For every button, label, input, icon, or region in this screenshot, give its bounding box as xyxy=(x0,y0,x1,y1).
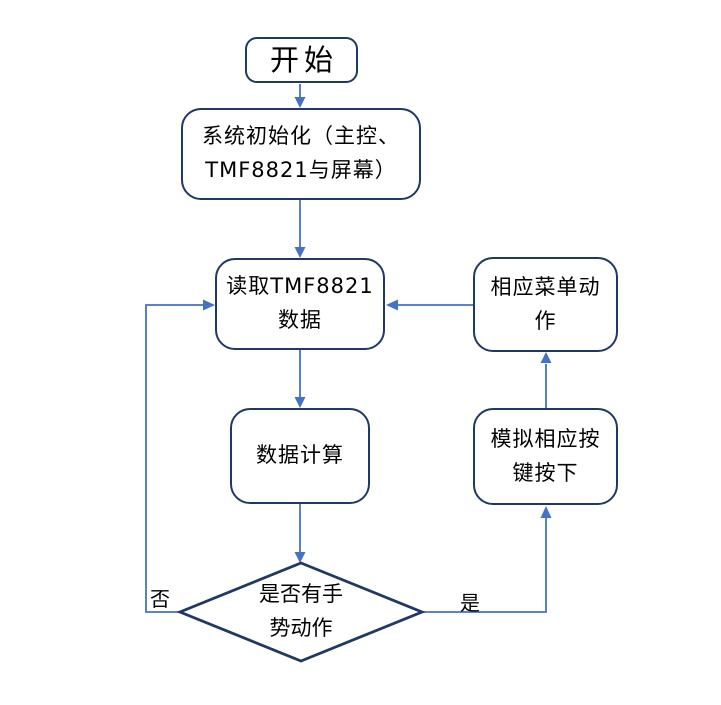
arrowhead-down-icon xyxy=(294,97,306,108)
connector-line xyxy=(145,304,204,613)
node-decision-line1: 是否有手 xyxy=(259,582,343,607)
node-sim-line1: 模拟相应按 xyxy=(490,426,601,451)
node-start: 开始 xyxy=(245,37,358,83)
node-data-calculation: 数据计算 xyxy=(230,408,370,504)
node-system-init-line1: 系统初始化（主控、 xyxy=(202,124,400,149)
connector-read-to-calc xyxy=(294,350,306,408)
connector-decision-no-to-read xyxy=(145,299,215,613)
node-start-label: 开始 xyxy=(269,42,338,77)
connector-init-to-read xyxy=(294,200,306,258)
connector-menu-to-read xyxy=(386,299,473,311)
node-menu-action: 相应菜单动 作 xyxy=(473,257,618,352)
connector-decision-yes-to-sim xyxy=(422,506,552,613)
decision-diamond-shape xyxy=(176,561,426,663)
connector-line xyxy=(422,517,547,613)
node-system-init: 系统初始化（主控、 TMF8821与屏幕） xyxy=(181,108,421,200)
node-decision-line2: 势动作 xyxy=(269,616,333,640)
node-decision-gesture: 是否有手 势动作 xyxy=(231,578,371,646)
edge-label-no: 否 xyxy=(150,587,170,611)
node-sim-line2: 键按下 xyxy=(512,460,579,485)
arrowhead-down-icon xyxy=(294,247,306,258)
connector-sim-to-menu xyxy=(540,352,552,408)
node-system-init-line2: TMF8821与屏幕） xyxy=(205,158,397,182)
node-menu-line2: 作 xyxy=(534,308,557,333)
arrowhead-left-icon xyxy=(386,299,398,311)
node-read-line2: 数据 xyxy=(278,308,322,332)
connector-calc-to-decision xyxy=(294,504,306,563)
arrowhead-right-icon xyxy=(203,299,215,311)
node-read-line1: 读取TMF8821 xyxy=(226,274,374,299)
edge-label-yes: 是 xyxy=(460,591,480,615)
arrowhead-down-icon xyxy=(294,552,306,563)
node-read-tmf8821-data: 读取TMF8821 数据 xyxy=(215,258,385,350)
arrowhead-down-icon xyxy=(294,397,306,408)
arrowhead-up-icon xyxy=(540,506,552,518)
node-simulate-keypress: 模拟相应按 键按下 xyxy=(473,408,618,505)
node-menu-line1: 相应菜单动 xyxy=(490,274,601,299)
node-calc-label: 数据计算 xyxy=(256,443,344,468)
arrowhead-up-icon xyxy=(540,352,552,363)
connector-start-to-init xyxy=(294,84,306,108)
